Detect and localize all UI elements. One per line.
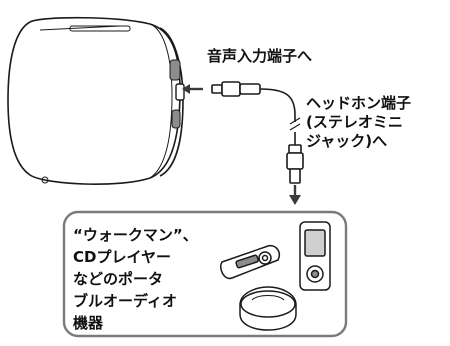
device-line: などのポータ (73, 270, 164, 288)
cd-player-icon (239, 286, 297, 331)
device-line: 機器 (73, 314, 104, 332)
headphone-jack-label: ヘッドホン端子 (ステレオミニ ジャック)へ (306, 94, 411, 151)
headphone-jack-line: ヘッドホン端子 (306, 94, 412, 112)
device-line: “ウォークマン”、 (73, 226, 198, 244)
audio-input-label: 音声入力端子へ (207, 47, 313, 65)
device-line: ブルオーディオ (73, 292, 177, 310)
audio-cable-icon (182, 81, 304, 205)
stick-player-icon (220, 244, 280, 280)
headphone-jack-line: ジャック)へ (306, 132, 388, 150)
device-line: CDプレイヤー (73, 248, 172, 266)
headphone-jack-line: (ステレオミニ (306, 113, 403, 131)
walkman-icon (299, 221, 331, 291)
device-description: “ウォークマン”、 CDプレイヤー などのポータ ブルオーディオ 機器 (73, 224, 198, 334)
speaker-unit-icon (7, 16, 185, 185)
